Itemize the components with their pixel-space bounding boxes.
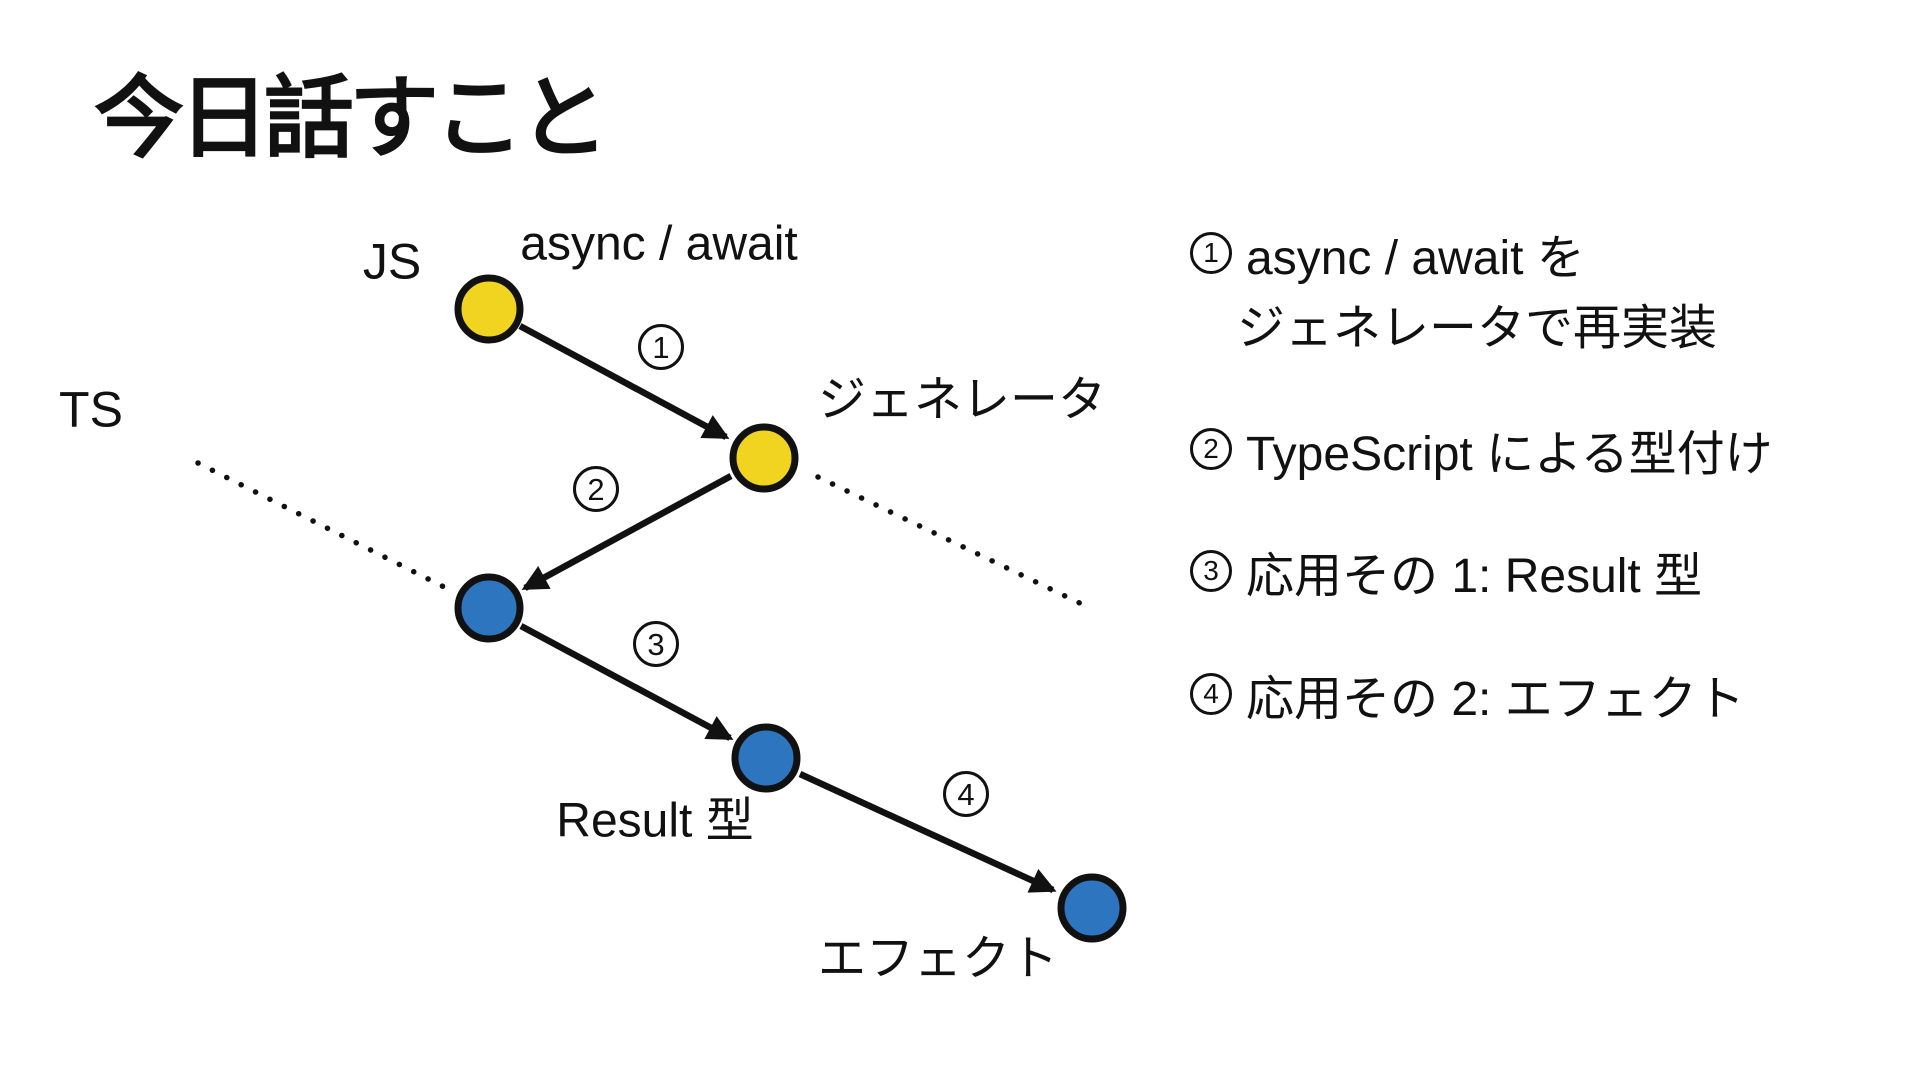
step-1-arrow [518,323,730,440]
agenda-item-1-text-continued: ジェネレータで再実装 [1237,302,1718,355]
node-result-type [731,723,801,793]
step-4-circled-number: 4 [943,771,989,817]
page-title: 今日話すこと [94,69,609,169]
step-3-arrow [519,623,734,741]
node-js-async-await [454,274,524,344]
boundary-dotted-line-right [815,474,1093,611]
node-label-effect: エフェクト [817,932,1059,986]
node-generator [729,423,799,493]
agenda-item-4: 4 応用その 2: エフェクト [1190,666,1745,726]
agenda-item-3: 3 応用その 1: Result 型 [1190,543,1702,603]
step-2-arrow [521,473,733,591]
node-label-async-await: async / await [520,217,798,271]
agenda-item-2: 2 TypeScript による型付け [1190,421,1773,481]
node-label-generator: ジェネレータ [817,373,1107,427]
node-label-result-type: Result 型 [556,794,754,848]
agenda-item-4-text: 応用その 2: エフェクト [1246,673,1745,726]
agenda-item-1-line-2: ジェネレータで再実装 [1237,295,1717,355]
step-1-circled-number: 1 [638,324,684,370]
lane-label-ts: TS [59,381,123,438]
agenda-item-2-text: TypeScript による型付け [1246,428,1773,481]
step-4-arrow [798,771,1057,893]
agenda-item-3-text: 応用その 1: Result 型 [1246,550,1703,603]
agenda-item-1-text: async / await を [1246,232,1585,285]
step-3-circled-number: 3 [633,621,679,667]
boundary-dotted-line-left [195,460,455,594]
lane-label-js: JS [362,233,422,290]
node-effect [1057,873,1127,943]
step-2-circled-number: 2 [573,466,619,512]
agenda-item-3-circled-number: 3 [1190,550,1232,592]
agenda-item-1: 1 async / await を [1190,225,1585,285]
agenda-item-2-circled-number: 2 [1190,428,1232,470]
node-typed-generator [454,573,524,643]
agenda-item-4-circled-number: 4 [1190,673,1232,715]
agenda-item-1-circled-number: 1 [1190,232,1232,274]
